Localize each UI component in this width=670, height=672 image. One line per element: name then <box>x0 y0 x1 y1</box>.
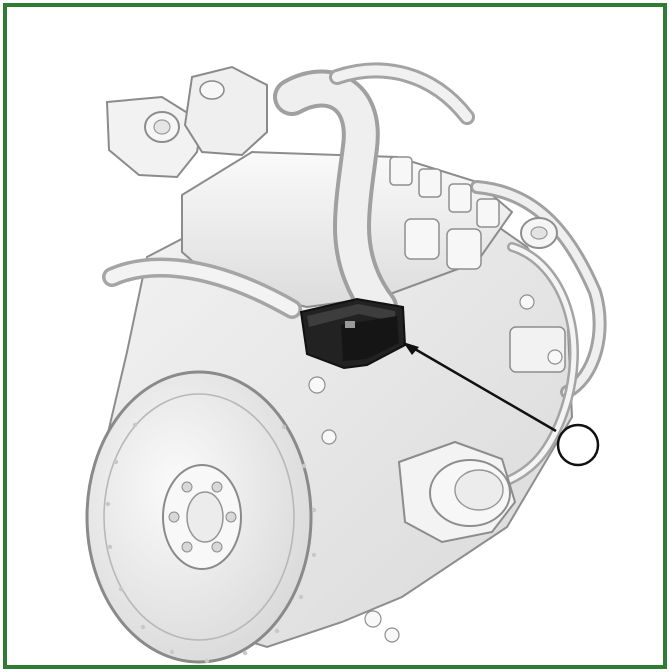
flywheel <box>85 370 317 664</box>
engine-diagram <box>85 62 607 664</box>
callout-circle <box>556 423 600 467</box>
callout <box>403 342 600 467</box>
figure-frame <box>3 3 667 669</box>
highlighted-component <box>299 297 407 370</box>
